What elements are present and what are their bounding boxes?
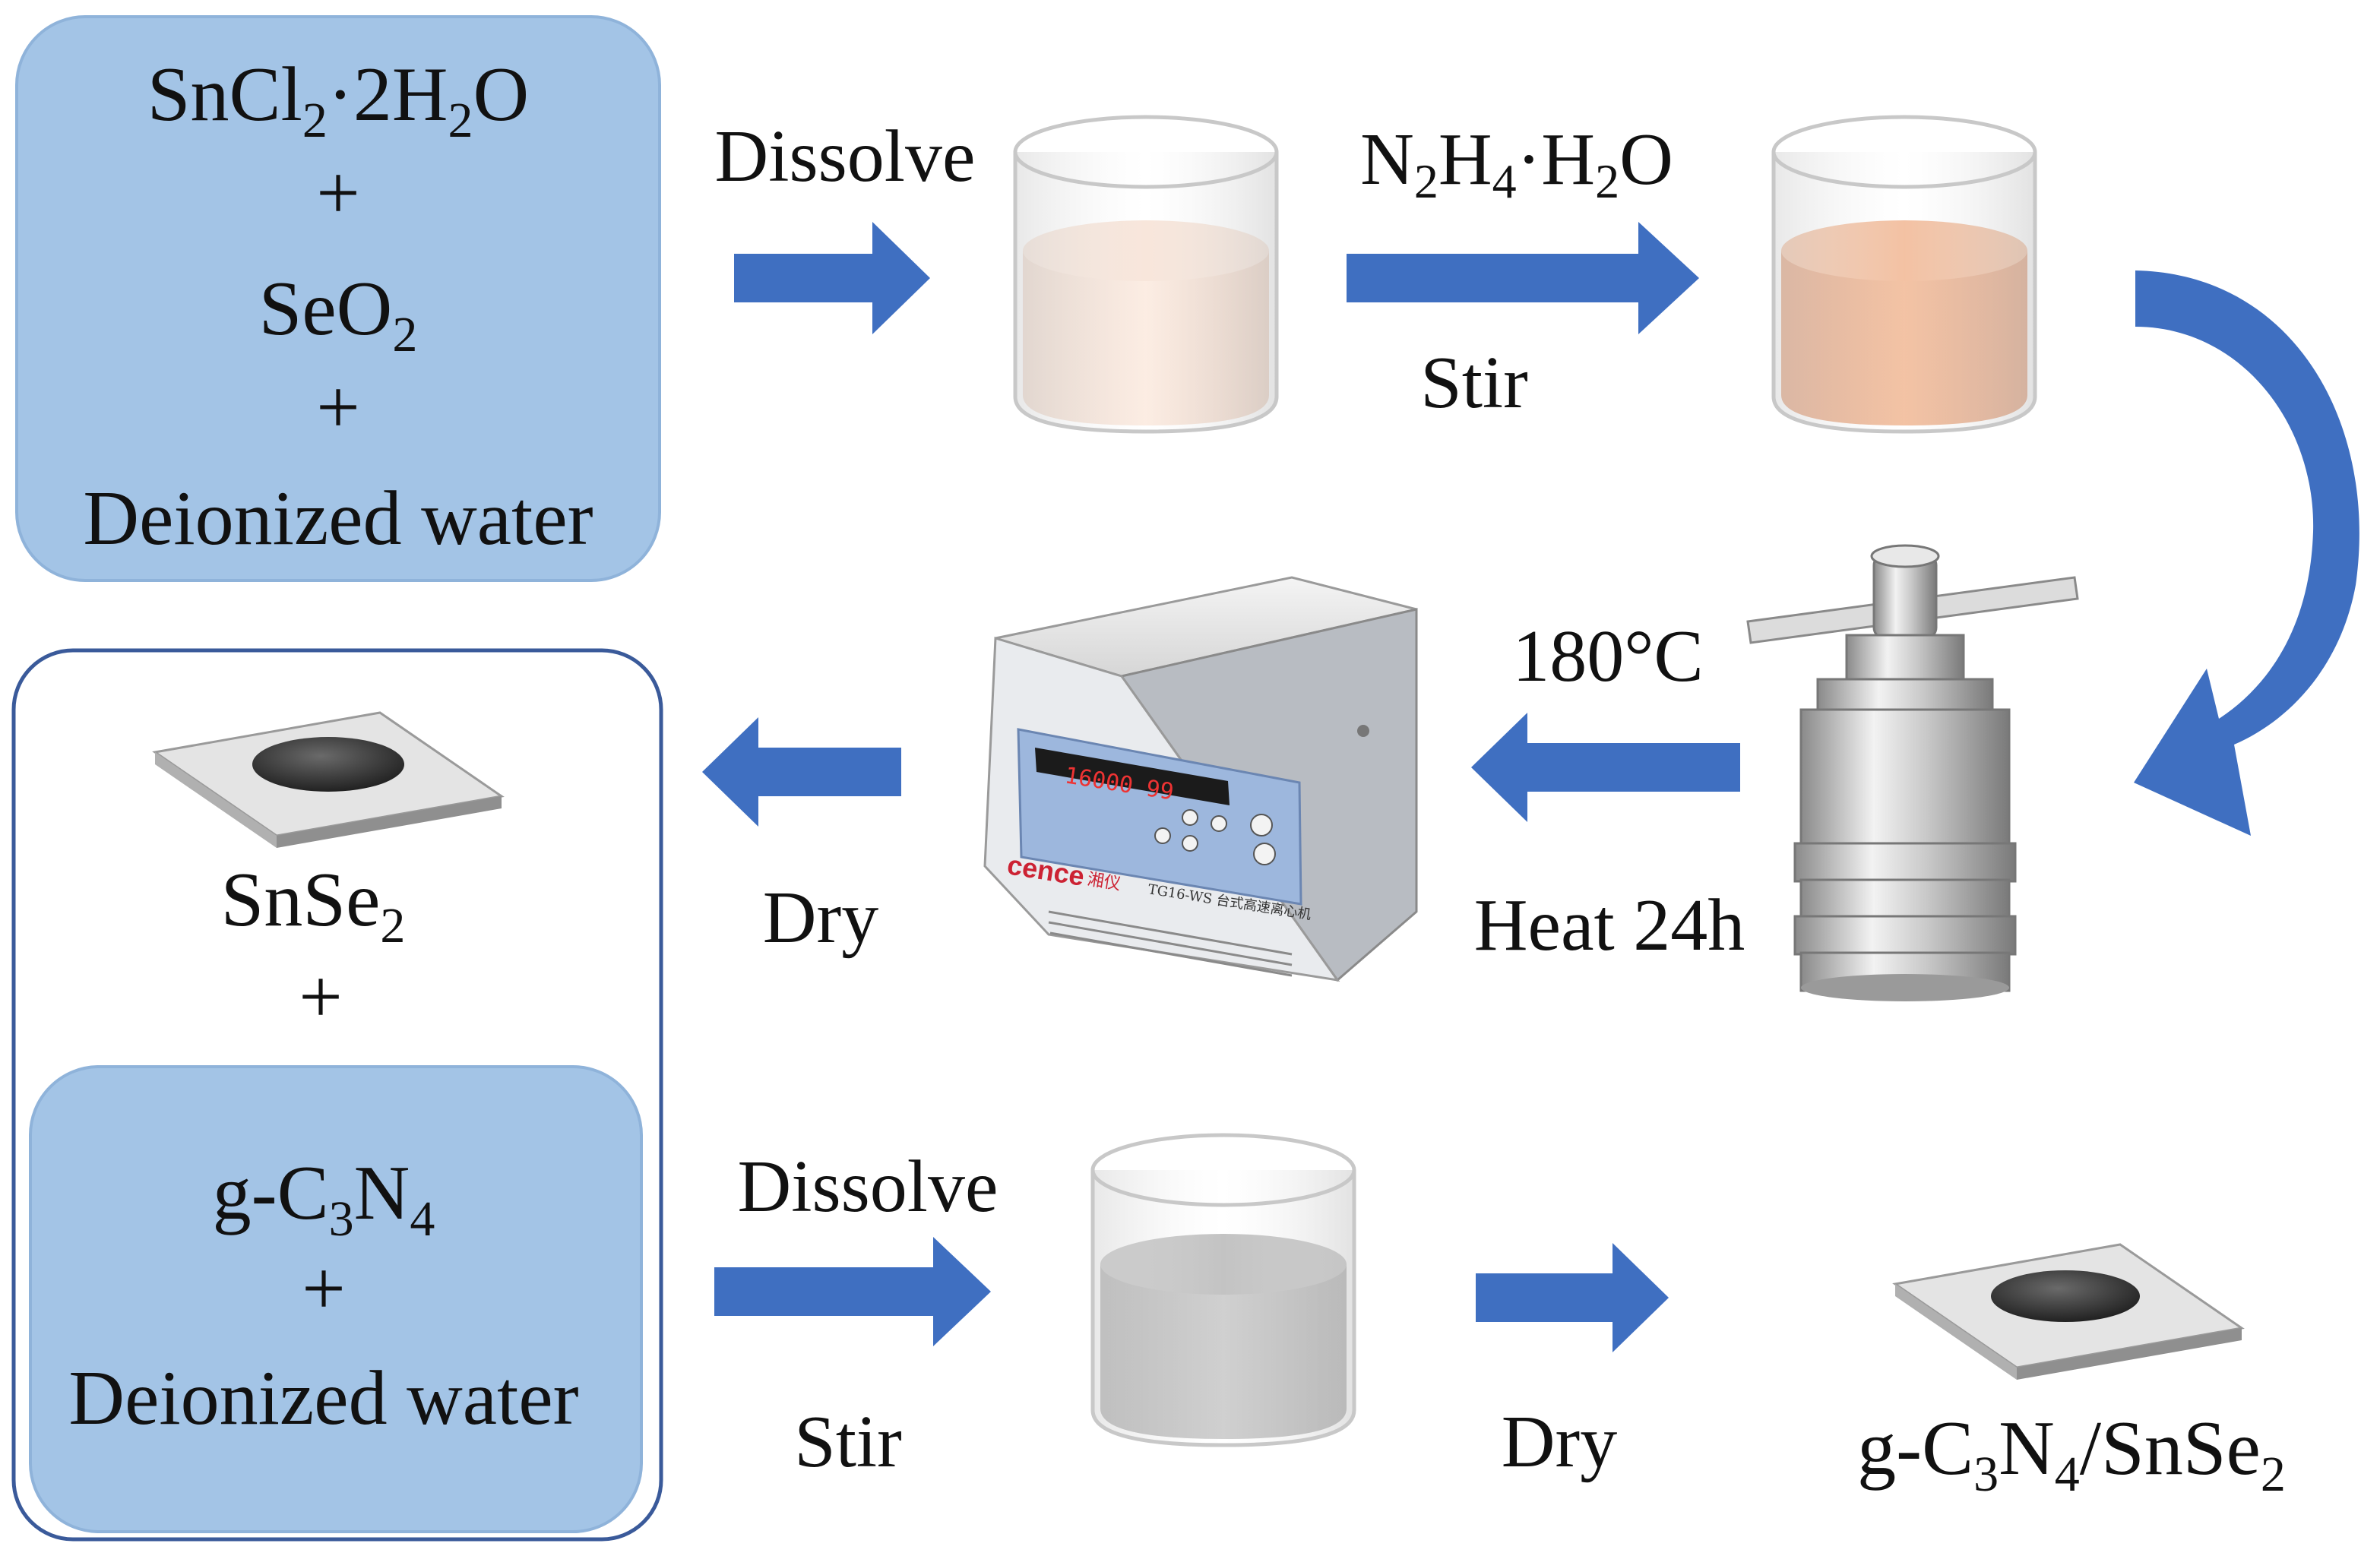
reactant-gcn: g-C3N4 <box>213 1150 435 1247</box>
sample-plate-icon <box>152 711 505 848</box>
reactant-water-2: Deionized water <box>68 1355 578 1441</box>
reactant-sncl2: SnCl2·2H2O <box>147 52 529 148</box>
beaker-light-icon <box>1013 115 1279 434</box>
autoclave-icon <box>1746 544 2079 1001</box>
step-dissolve-label-2: Dissolve <box>738 1146 999 1228</box>
product-snse2: SnSe2 <box>221 857 406 954</box>
reagent-hydrazine: N2H4·H2O <box>1360 119 1673 208</box>
plus-sign: + <box>316 150 360 236</box>
step-stir-label-2: Stir <box>794 1401 902 1483</box>
right-arrow-icon <box>734 222 930 334</box>
temperature-label: 180°C <box>1512 615 1704 697</box>
product-box: SnSe2 + g-C3N4 + Deionized water <box>11 648 663 1542</box>
left-arrow-icon <box>1471 713 1740 822</box>
step-heat-label: Heat 24h <box>1474 884 1745 966</box>
step-stir-label: Stir <box>1420 342 1528 424</box>
sample-plate-icon <box>1892 1243 2245 1380</box>
step-dry-label-2: Dry <box>1502 1401 1617 1483</box>
curved-arrow-icon <box>2134 270 2359 836</box>
plus-sign: + <box>302 1246 346 1332</box>
step-dry-label: Dry <box>763 877 878 959</box>
final-product-label: g-C3N4/SnSe2 <box>1857 1406 2286 1502</box>
plus-sign: + <box>316 365 360 451</box>
reactants-box: SnCl2·2H2O + SeO2 + Deionized water <box>15 15 661 582</box>
beaker-orange-icon <box>1771 115 2037 434</box>
reactants-box-bg <box>15 15 661 582</box>
reactant-water: Deionized water <box>83 476 593 561</box>
reactant-seo2: SeO2 <box>259 266 418 362</box>
left-arrow-icon <box>702 717 901 827</box>
right-arrow-icon <box>1476 1243 1669 1352</box>
beaker-grey-icon <box>1090 1133 1356 1447</box>
plus-sign: + <box>299 954 343 1040</box>
right-arrow-icon <box>1347 222 1699 334</box>
step-dissolve-label: Dissolve <box>715 115 976 198</box>
gcn-box-bg <box>29 1065 643 1533</box>
centrifuge-icon: 16000 99 cence 湘仪 TG16-WS 台式高速离心机 <box>983 576 1418 982</box>
right-arrow-icon <box>714 1237 991 1346</box>
